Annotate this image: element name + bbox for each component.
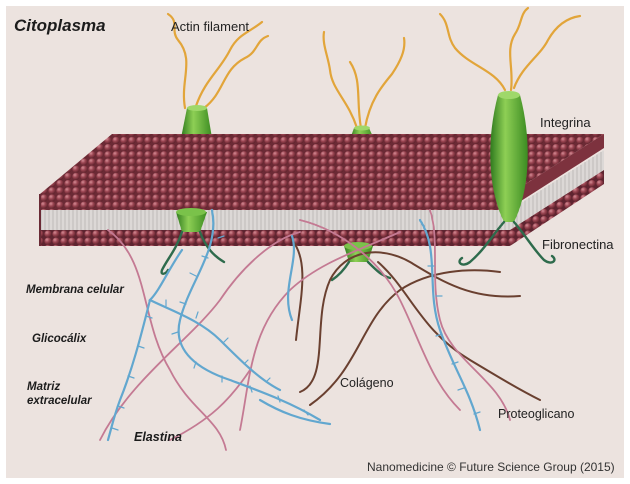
glycocalyx-label: Glicocálix bbox=[32, 334, 86, 346]
fibronectin-label: Fibronectina bbox=[542, 238, 614, 251]
figure-credit: Nanomedicine © Future Science Group (201… bbox=[367, 461, 615, 473]
actin-filament-label: Actin filament bbox=[171, 20, 249, 33]
cytoplasm-title: Citoplasma bbox=[14, 17, 106, 34]
integrin-cap bbox=[187, 105, 207, 111]
cell-membrane-label: Membrana celular bbox=[26, 285, 124, 297]
collagen-label: Colágeno bbox=[340, 377, 394, 390]
extracellular-matrix-label: Matriz extracelular bbox=[27, 380, 92, 408]
integrin-label: Integrina bbox=[540, 116, 591, 129]
integrin-cap bbox=[354, 126, 370, 131]
integrin-cap bbox=[176, 208, 206, 216]
proteoglycan-label: Proteoglicano bbox=[498, 408, 574, 421]
integrin-cap bbox=[498, 91, 520, 99]
extracellular-matrix-label-line2: extracelular bbox=[27, 395, 92, 407]
elastin-label: Elastina bbox=[134, 431, 182, 444]
extracellular-matrix-label-line1: Matriz bbox=[27, 381, 60, 393]
membrane-top-front bbox=[40, 194, 510, 210]
